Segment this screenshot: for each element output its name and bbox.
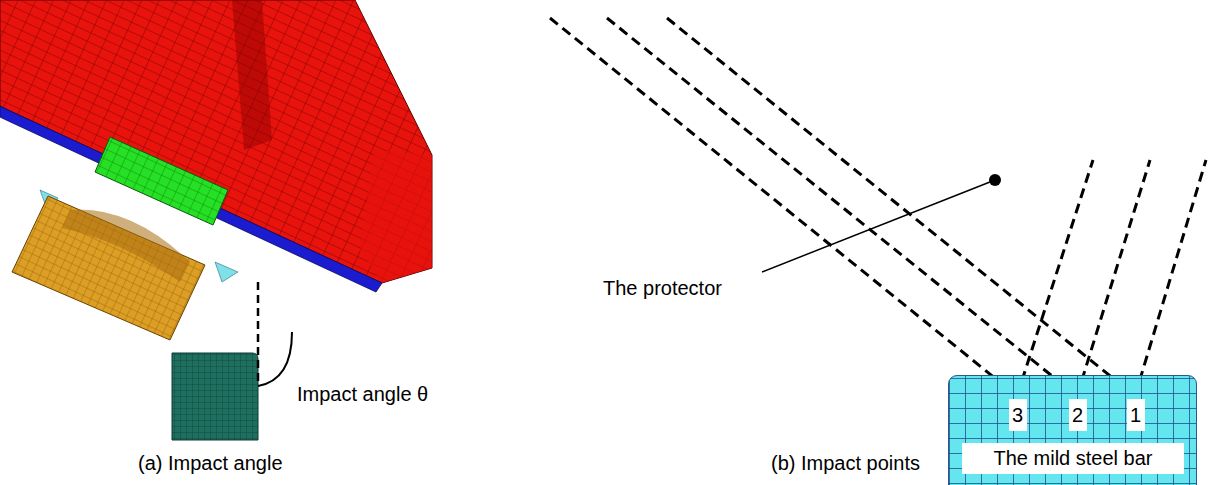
- dashed-path: [667, 18, 1135, 396]
- holder-groove: [62, 210, 190, 282]
- dashed-path: [1135, 160, 1206, 396]
- angle-label: Impact angle θ: [297, 383, 428, 406]
- holder-block: [12, 196, 205, 340]
- dashed-path: [1077, 160, 1150, 396]
- dashed-path: [550, 18, 1017, 396]
- impact-point-box: 3: [1009, 399, 1027, 431]
- steel-bar: The mild steel bar 3 2 1: [948, 375, 1197, 485]
- impact-point-box: 2: [1069, 399, 1087, 431]
- panel-caption: (b) Impact points: [771, 452, 920, 475]
- weld-right: [215, 262, 238, 282]
- leader-line: [762, 180, 995, 272]
- dashed-path: [1017, 160, 1093, 396]
- impactor-block: [172, 353, 258, 440]
- bolt-block: [95, 137, 228, 225]
- callout-number: 3: [1012, 404, 1023, 427]
- part-label: The mild steel bar: [962, 443, 1184, 474]
- callout-number: 1: [1130, 404, 1141, 427]
- angle-arc: [258, 332, 292, 386]
- dashed-path: [607, 18, 1077, 396]
- protector-end-block: [360, 150, 432, 283]
- protector-ridge: [232, 0, 272, 150]
- vertical-reference-line: [257, 282, 260, 386]
- part-label: The protector: [603, 277, 722, 300]
- panel-caption: (a) Impact angle: [138, 452, 283, 475]
- impact-point-box: 1: [1127, 399, 1145, 431]
- callout-number: 2: [1072, 404, 1083, 427]
